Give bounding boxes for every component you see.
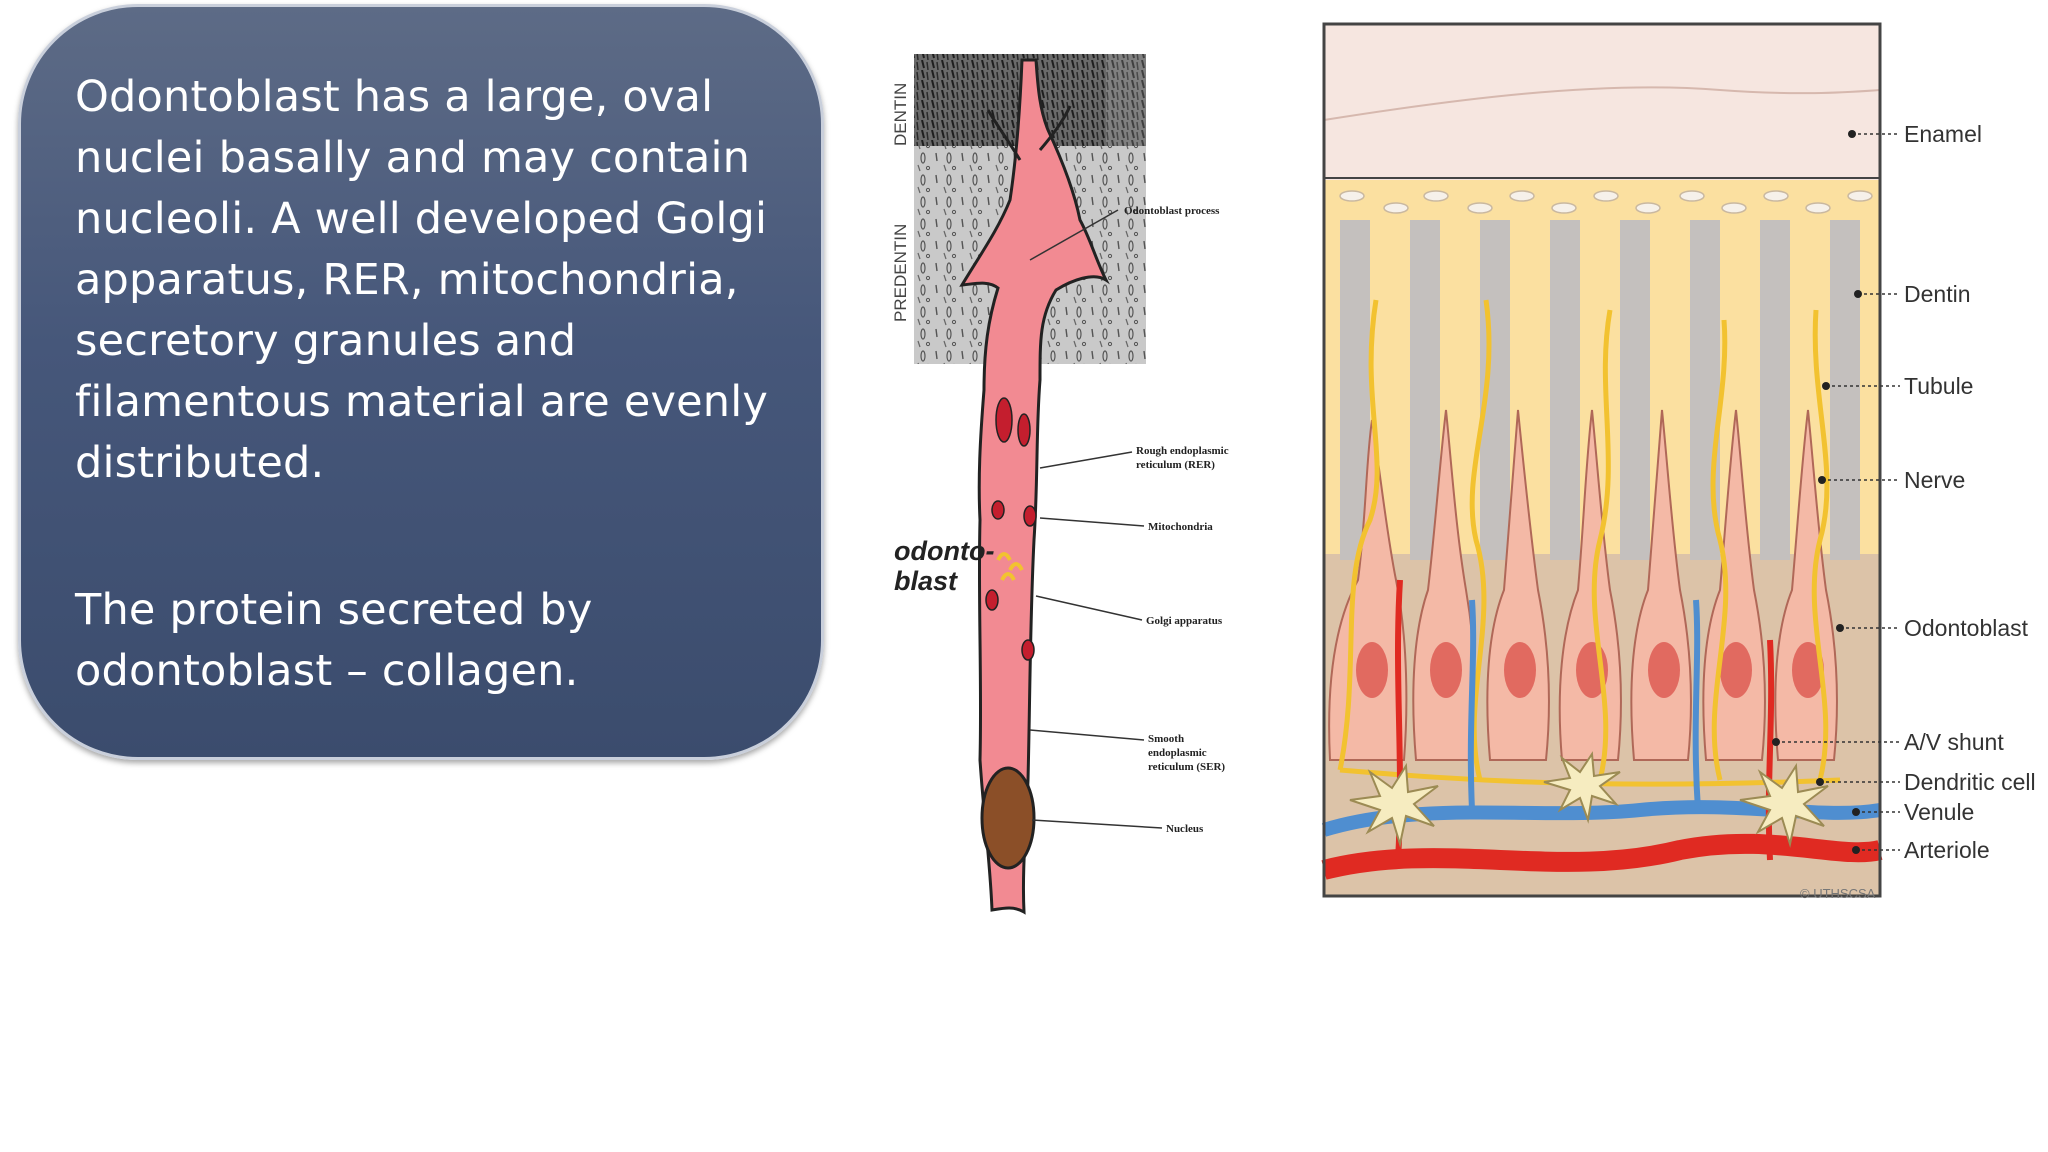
- dendritic-cells: [1349, 751, 1829, 848]
- dendritic-cell-label: Dendritic cell: [1904, 769, 2036, 795]
- dentin-side-label: DENTIN: [891, 83, 910, 146]
- odontoblast-cell-diagram: DENTIN PREDENTIN Odontoblast process Rou…: [891, 54, 1229, 915]
- dentin-label: Dentin: [1904, 281, 1970, 307]
- rer-label-line1: Rough endoplasmic: [1136, 445, 1229, 457]
- ser-label-line1: Smooth: [1148, 733, 1184, 745]
- av-shunt-label: A/V shunt: [1904, 729, 2004, 755]
- copyright-text: © UTHSCSA: [1800, 886, 1876, 901]
- ser-label-line2: endoplasmic: [1148, 747, 1207, 759]
- protein-paragraph: The protein secreted by odontoblast – co…: [75, 585, 593, 696]
- dentin-tubules: [1340, 220, 1860, 560]
- golgi-organelle: [996, 552, 1024, 581]
- tubule-label: Tubule: [1904, 373, 1973, 399]
- rer-label-line2: reticulum (RER): [1136, 459, 1215, 471]
- arteriole-vessel: [1321, 833, 1883, 880]
- rer-organelle: [995, 397, 1013, 443]
- odontoblast-label-line2: blast: [894, 566, 958, 596]
- odontoblast-cell-body: [959, 58, 1110, 915]
- odontoblast-label: Odontoblast: [1904, 615, 2029, 641]
- interglobular-row: [1339, 190, 1873, 214]
- arteriole-label: Arteriole: [1904, 837, 1990, 863]
- dentin-layer-right: [1324, 180, 1880, 554]
- description-paragraph: Odontoblast has a large, oval nuclei bas…: [75, 72, 769, 488]
- nerve-label: Nerve: [1904, 467, 1965, 493]
- enamel-label: Enamel: [1904, 121, 1982, 147]
- nucleus-organelle: [980, 766, 1036, 870]
- mitochondria-organelle: [1023, 505, 1037, 527]
- ser-label-line3: reticulum (SER): [1148, 761, 1225, 773]
- pulp-dentin-diagram: Enamel Dentin Tubule Nerve Odontoblast A…: [1321, 22, 2036, 901]
- diagram-frame: [1322, 22, 1882, 898]
- process-label: Odontoblast process: [1124, 205, 1220, 217]
- text-panel: Odontoblast has a large, oval nuclei bas…: [18, 4, 824, 760]
- golgi-label: Golgi apparatus: [1146, 615, 1223, 627]
- dentin-layer: [914, 54, 1106, 146]
- odontoblast-label-line1: odonto-: [894, 536, 994, 566]
- nucleus-label: Nucleus: [1166, 823, 1204, 835]
- predentin-side-label: PREDENTIN: [891, 224, 910, 322]
- venule-label: Venule: [1904, 799, 1974, 825]
- odontoblast-nuclei: [1356, 642, 1824, 698]
- enamel-layer: [1324, 24, 1880, 180]
- mitochondria-label: Mitochondria: [1148, 521, 1213, 533]
